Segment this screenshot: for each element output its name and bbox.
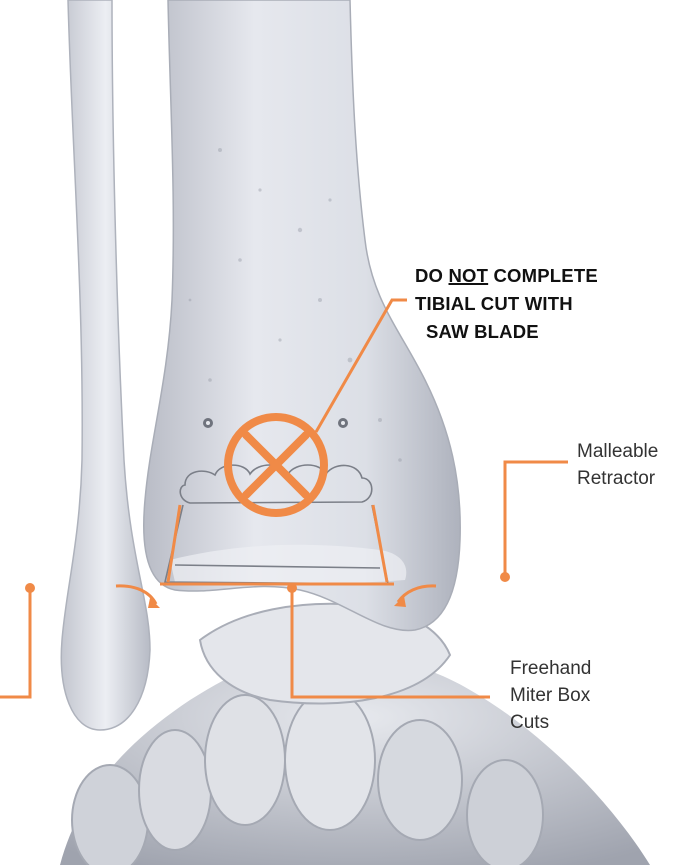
warning-line-3: SAW BLADE bbox=[415, 318, 598, 346]
warning-line-1: DO NOT COMPLETE bbox=[415, 262, 598, 290]
warning-callout: DO NOT COMPLETE TIBIAL CUT WITH SAW BLAD… bbox=[415, 262, 598, 346]
warning-line-2: TIBIAL CUT WITH bbox=[415, 290, 598, 318]
fibula-bone bbox=[61, 0, 150, 730]
left-leader bbox=[0, 590, 30, 697]
warning-emphasis: NOT bbox=[449, 265, 489, 286]
tibia-bone bbox=[144, 0, 460, 630]
freehand-miter-box-cuts-label: Freehand Miter Box Cuts bbox=[510, 655, 591, 736]
retractor-leader bbox=[505, 462, 568, 575]
malleable-retractor-label: Malleable Retractor bbox=[577, 438, 658, 492]
